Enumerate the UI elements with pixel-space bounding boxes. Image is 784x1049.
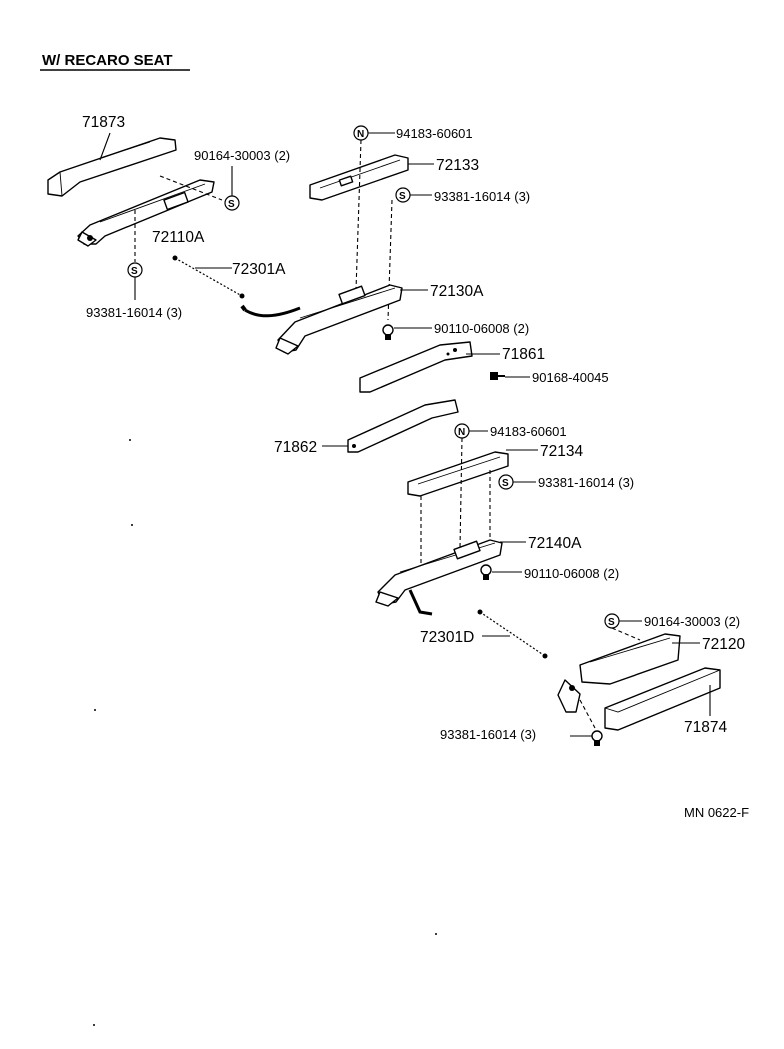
part-71873-cover xyxy=(47,137,177,197)
part-72130A-track xyxy=(240,284,403,355)
svg-text:N: N xyxy=(458,427,465,438)
svg-text:S: S xyxy=(131,266,138,277)
label-71873: 71873 xyxy=(82,114,125,131)
label-72120: 72120 xyxy=(702,636,745,653)
label-90110-06008-b: 90110-06008 (2) xyxy=(524,566,619,581)
part-72120-track xyxy=(557,633,681,713)
screw-symbol-s5: S xyxy=(604,613,620,629)
label-90110-06008-a: 90110-06008 (2) xyxy=(434,321,529,336)
label-90164-30003-b: 90164-30003 (2) xyxy=(644,614,740,629)
screw-symbol-s2: S xyxy=(127,262,143,278)
bolt-93381-d xyxy=(591,730,603,746)
part-72301D-cable xyxy=(477,609,548,659)
svg-text:S: S xyxy=(502,478,509,489)
label-93381-16014-d: 93381-16014 (3) xyxy=(440,727,536,742)
svg-text:S: S xyxy=(228,199,235,210)
label-93381-16014-a: 93381-16014 (3) xyxy=(86,305,182,320)
bolt-90110-a xyxy=(382,324,394,340)
part-72140A-track xyxy=(375,539,503,616)
screw-symbol-s4: S xyxy=(498,474,514,490)
label-72140A: 72140A xyxy=(528,535,582,552)
screw-symbol-s1: S xyxy=(224,195,240,211)
label-72301D: 72301D xyxy=(420,629,474,646)
label-93381-16014-b: 93381-16014 (3) xyxy=(434,189,530,204)
diagram-title: W/ RECARO SEAT xyxy=(42,52,173,69)
label-72110A: 72110A xyxy=(152,229,205,246)
part-71862-plate xyxy=(347,399,459,453)
label-90168-40045: 90168-40045 xyxy=(532,370,609,385)
svg-text:S: S xyxy=(608,617,615,628)
part-71861-plate xyxy=(359,341,473,393)
bolt-90168 xyxy=(490,372,505,380)
label-72301A: 72301A xyxy=(232,261,286,278)
label-71874: 71874 xyxy=(684,719,727,736)
part-72134-bracket xyxy=(407,451,509,497)
part-72110A-track xyxy=(77,179,215,247)
part-72301A-cable xyxy=(172,255,245,299)
label-71862: 71862 xyxy=(274,439,317,456)
label-72130A: 72130A xyxy=(430,283,484,300)
label-94183-60601-b: 94183-60601 xyxy=(490,424,567,439)
screw-symbol-s3: S xyxy=(395,187,411,203)
diagram-code: MN 0622-F xyxy=(684,805,749,820)
label-94183-60601-a: 94183-60601 xyxy=(396,126,473,141)
label-71861: 71861 xyxy=(502,346,545,363)
label-93381-16014-c: 93381-16014 (3) xyxy=(538,475,634,490)
bolt-90110-b xyxy=(480,564,492,580)
nut-symbol-n2: N xyxy=(454,423,470,439)
part-72133-bracket xyxy=(309,154,409,201)
label-72133: 72133 xyxy=(436,157,479,174)
nut-symbol-n1: N xyxy=(353,125,369,141)
part-71874-cover xyxy=(604,667,721,731)
label-72134: 72134 xyxy=(540,443,583,460)
svg-text:S: S xyxy=(399,191,406,202)
svg-text:N: N xyxy=(357,129,364,140)
label-90164-30003-a: 90164-30003 (2) xyxy=(194,148,290,163)
